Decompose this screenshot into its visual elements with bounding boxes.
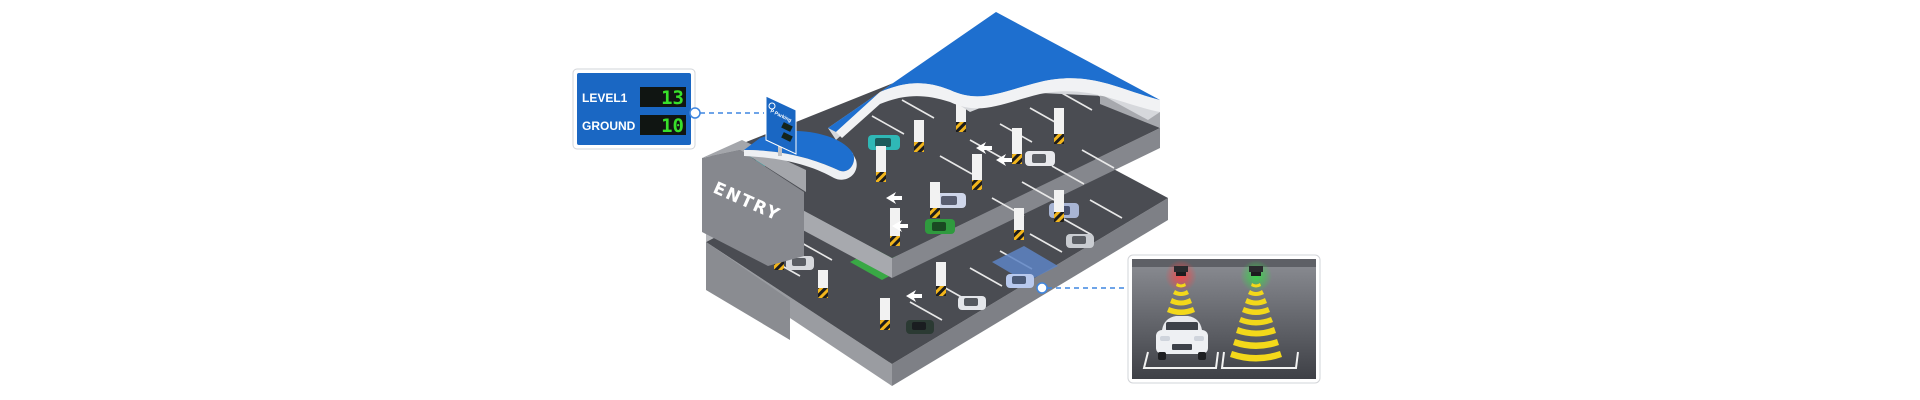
pillar [1054,108,1064,144]
sensor-body [1251,272,1261,276]
board-leader [689,107,764,119]
leader-dot [1036,282,1048,294]
sensor-mount [1174,266,1188,272]
pillar [1014,208,1024,240]
roof-underside [836,78,1160,138]
pillar [1012,128,1022,164]
entry-front-face [702,150,804,266]
occupancy-board: LEVEL1 13 GROUND 10 [572,68,696,150]
car-grille [1172,344,1192,350]
arrow-icon [892,220,908,232]
sensor-beam [1230,283,1282,362]
car [906,320,934,334]
ground-counter: 10 [661,115,684,137]
car-wheel [1198,352,1206,360]
sensor-leader [1036,282,1128,294]
ground-counter-display [640,115,686,135]
occupied-bay-highlight [992,246,1058,282]
inset-car [1156,316,1208,360]
pillar [880,298,890,330]
car [1006,274,1034,288]
car-headlight [1194,336,1204,341]
sensor-inset-scene [1132,259,1316,379]
level1-counter: 13 [661,87,684,109]
car-wheel [1158,352,1166,360]
direction-arrows [886,142,1012,302]
arrow-icon [886,192,902,204]
pillar [818,270,828,298]
level1-floor [706,42,1160,258]
leader-dot [689,107,701,119]
entry-roof-lip [744,150,857,180]
pillar [930,182,940,218]
sensor-inset [1127,254,1321,384]
entry-structure: ENTRY [702,130,857,266]
rooftop-sign-display [781,122,793,132]
arrow-icon [996,154,1012,166]
ground-ramp-wall [706,242,790,340]
car [925,219,955,234]
car [1066,234,1094,248]
sensor-mount [1249,266,1263,272]
roof-surface [828,12,1160,132]
inset-bay-lines [1142,351,1299,369]
car [1025,151,1055,166]
car [958,296,986,310]
roof [828,12,1160,140]
car-headlight [1160,336,1170,341]
pillar [972,154,982,190]
sensor-body [1176,272,1186,276]
parking-p-icon [768,102,776,110]
rooftop-sign: P Parking [765,95,797,156]
pillar [936,262,946,296]
pillar [876,146,886,182]
arrow-icon [906,290,922,302]
sensor-beam [1167,283,1195,315]
pillar [914,120,924,152]
car-windshield [1166,322,1198,331]
ground-label: GROUND [582,119,636,133]
left-sensor [1165,260,1197,315]
car-body [1156,330,1208,354]
level1-counter-display [640,87,686,107]
ground-slab-front-right [892,198,1168,386]
sensor-inset-ceiling [1132,259,1316,267]
car [786,256,814,270]
car [934,193,966,208]
rooftop-sign-display [781,132,793,142]
right-sensor [1230,260,1282,362]
ground-cars [786,234,1094,334]
pillar [956,100,966,132]
level1-slab-right [892,128,1160,278]
pillar [1054,190,1064,222]
arrow-icon [976,142,992,154]
level1-label: LEVEL1 [582,91,628,105]
